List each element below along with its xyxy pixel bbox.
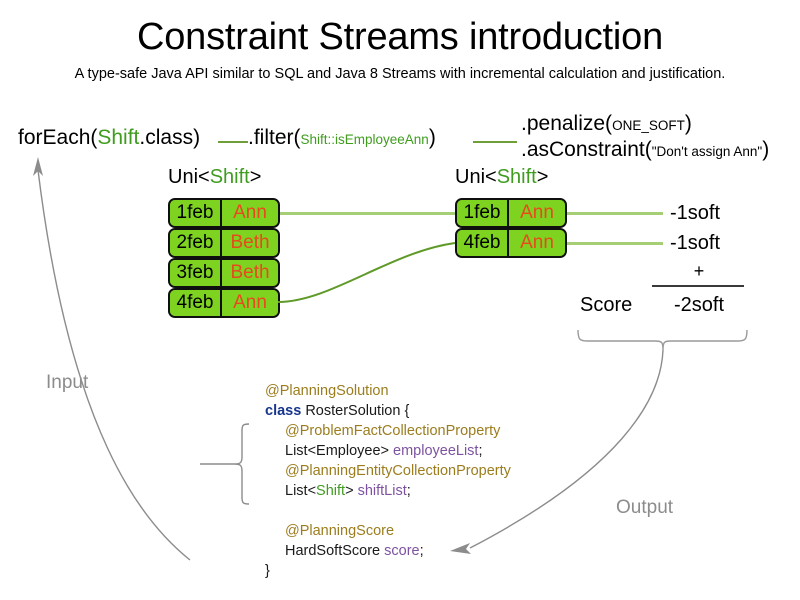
code-token (285, 503, 289, 519)
code-token: @PlanningScore (285, 523, 395, 539)
domain-model-code: @PlanningSolution class RosterSolution { @… (265, 381, 511, 581)
code-token: Shift (316, 483, 346, 499)
code-fields-brace (233, 423, 250, 505)
stream-label-left: Uni<Shift> (168, 166, 261, 189)
input-shift-employee: Ann (222, 200, 278, 226)
uni-right-prefix: Uni< (455, 166, 497, 188)
asconstraint-arg: "Don't assign Ann" (651, 144, 763, 159)
code-token: > (345, 483, 358, 499)
filtered-shift-date: 1feb (457, 200, 509, 226)
pipeline-connector-2 (473, 141, 517, 143)
penalize-suffix: ) (684, 112, 692, 135)
code-token: ; (419, 543, 424, 559)
code-token: @PlanningSolution (265, 383, 389, 399)
pipeline-step-asconstraint: .asConstraint("Don't assign Ann") (521, 138, 769, 162)
score-divider (652, 285, 744, 287)
code-line: } (265, 561, 511, 581)
uni-left-prefix: Uni< (168, 166, 210, 188)
uni-left-suffix: > (249, 166, 262, 188)
input-shift-employee: Beth (222, 260, 278, 286)
uni-left-type: Shift (209, 166, 250, 188)
input-shift-employee: Beth (222, 230, 278, 256)
uni-right-suffix: > (536, 166, 549, 188)
input-shift-date: 1feb (170, 200, 222, 226)
input-shift-employee: Ann (222, 290, 278, 316)
penalty-value-2: -1soft (670, 232, 721, 254)
score-total: -2soft (673, 294, 725, 316)
input-shift-date: 3feb (170, 260, 222, 286)
output-label: Output (616, 497, 674, 518)
code-token: @PlanningEntityCollectionProperty (285, 463, 511, 479)
pipeline-step-filter: .filter(Shift::isEmployeeAnn) (248, 126, 436, 150)
filtered-shift-employee: Ann (509, 230, 565, 256)
code-token: HardSoftScore (285, 543, 385, 559)
score-brace (577, 329, 748, 351)
page-title: Constraint Streams introduction (136, 16, 664, 58)
asconstraint-suffix: ) (762, 138, 770, 161)
code-line: @PlanningEntityCollectionProperty (265, 461, 511, 481)
input-flow-arrowhead (33, 157, 43, 176)
code-token: RosterSolution { (301, 403, 410, 419)
code-token: List<Employee> (285, 443, 394, 459)
foreach-type: Shift (97, 126, 140, 149)
code-token: } (265, 563, 270, 579)
filtered-shift-date: 4feb (457, 230, 509, 256)
filtered-shift-employee: Ann (509, 200, 565, 226)
penalize-arg: ONE_SOFT (612, 118, 685, 133)
shift-connector-1feb (278, 212, 456, 215)
pipeline-connector-1 (218, 141, 248, 143)
code-token: ; (478, 443, 483, 459)
penalty-value-1: -1soft (670, 202, 721, 224)
code-line: HardSoftScore score; (265, 541, 511, 561)
code-line: List<Employee> employeeList; (265, 441, 511, 461)
pipeline-step-penalize: .penalize(ONE_SOFT) (521, 112, 692, 136)
code-line: List<Shift> shiftList; (265, 481, 511, 501)
input-shift-date: 4feb (170, 290, 222, 316)
code-line: @PlanningScore (265, 521, 511, 541)
code-line (265, 501, 511, 521)
filter-arg: Shift::isEmployeeAnn (300, 132, 429, 147)
code-token: employeeList (393, 443, 479, 459)
code-token: class (265, 403, 302, 419)
uni-right-type: Shift (496, 166, 537, 188)
code-token: shiftList (357, 483, 407, 499)
penalty-connector-2 (565, 242, 663, 245)
code-line: @ProblemFactCollectionProperty (265, 421, 511, 441)
code-line: @PlanningSolution (265, 381, 511, 401)
code-token: ; (406, 483, 411, 499)
shift-connector-4feb-curve (277, 242, 456, 303)
asconstraint-prefix: .asConstraint( (521, 138, 652, 161)
filter-suffix: ) (428, 126, 436, 149)
pipeline-step-foreach: forEach(Shift.class) (18, 126, 200, 150)
code-token: List< (285, 483, 317, 499)
stream-label-right: Uni<Shift> (455, 166, 548, 189)
foreach-prefix: forEach( (18, 126, 98, 149)
code-token: score (384, 543, 420, 559)
page-subtitle: A type-safe Java API similar to SQL and … (74, 66, 726, 82)
input-label: Input (46, 372, 89, 393)
filter-prefix: .filter( (248, 126, 301, 149)
penalty-connector-1 (565, 212, 663, 215)
penalize-prefix: .penalize( (521, 112, 613, 135)
input-shift-date: 2feb (170, 230, 222, 256)
foreach-suffix: .class) (139, 126, 201, 149)
code-line: class RosterSolution { (265, 401, 511, 421)
score-operator: + (693, 261, 705, 281)
score-label: Score (580, 294, 633, 316)
code-token: @ProblemFactCollectionProperty (285, 423, 501, 439)
